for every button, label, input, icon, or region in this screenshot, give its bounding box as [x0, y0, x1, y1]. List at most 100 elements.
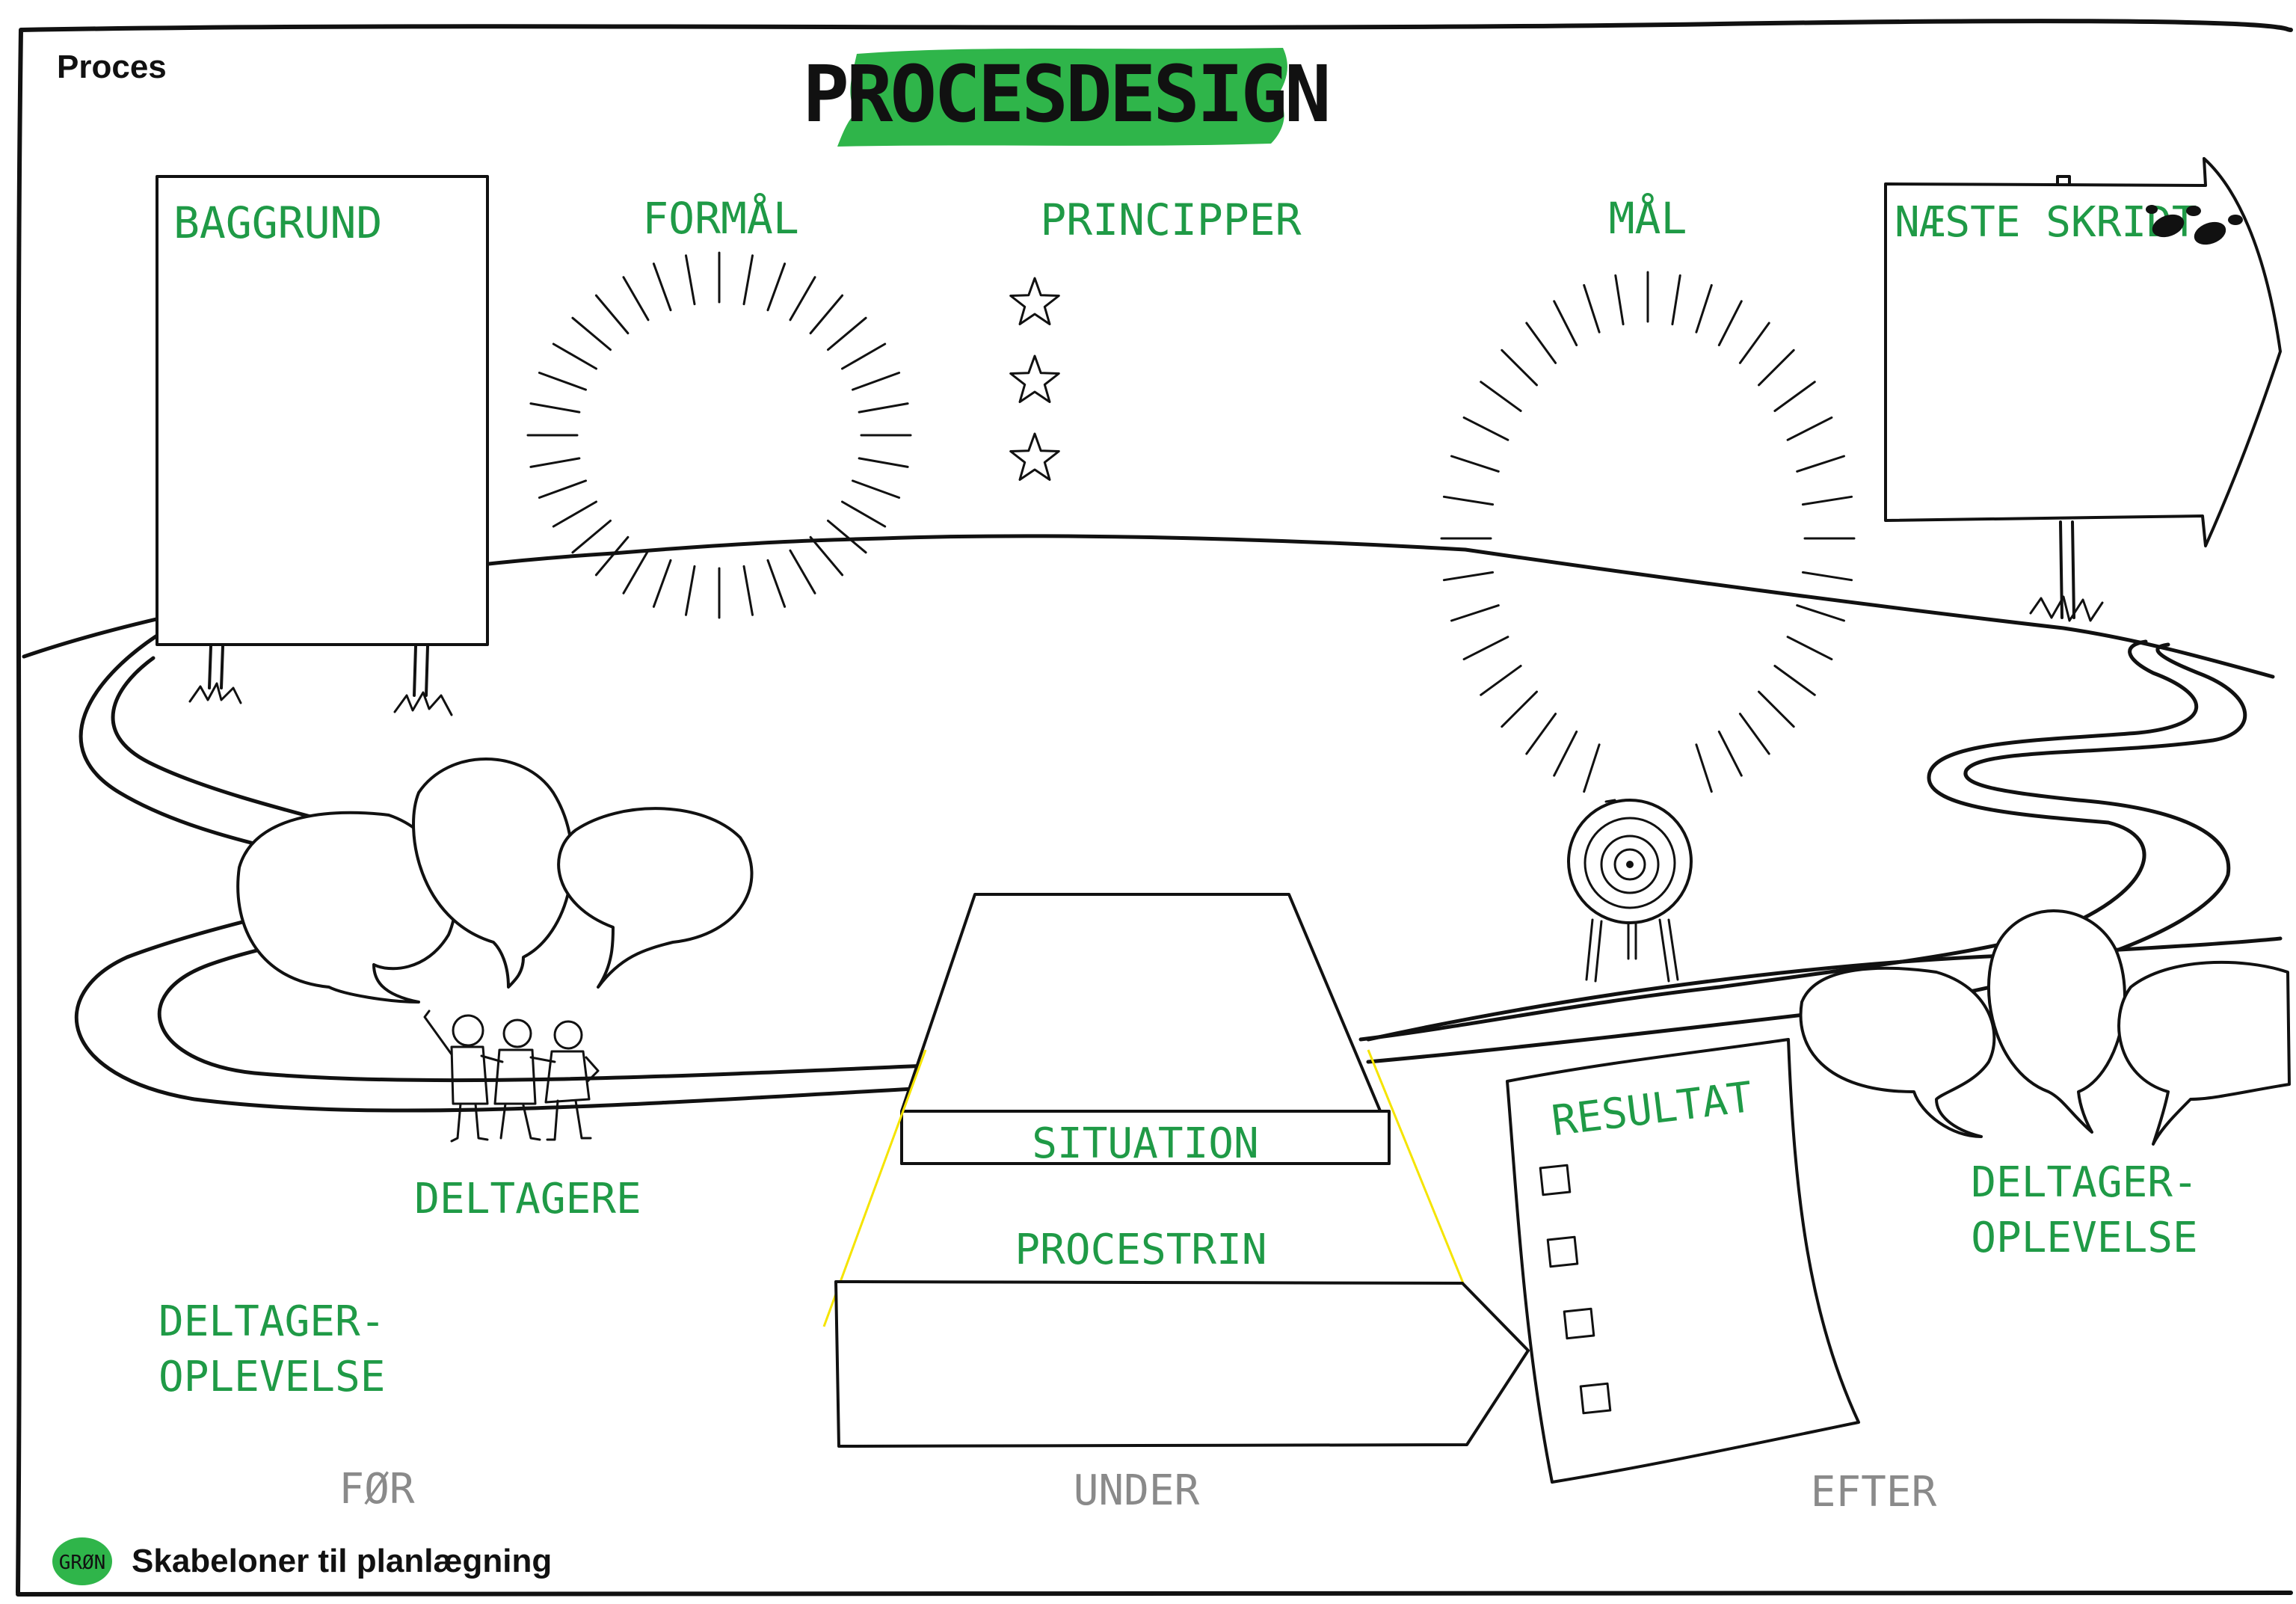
sunburst-ray — [1773, 665, 1816, 696]
sunburst-ray — [1442, 495, 1495, 506]
sunburst-ray — [1525, 322, 1557, 364]
baggrund-board-leg-right — [413, 645, 429, 697]
sunburst-ray — [809, 294, 844, 335]
sunburst-ray — [1501, 690, 1538, 728]
sunburst-ray — [529, 402, 581, 414]
sign-post — [2056, 175, 2075, 619]
sunburst-ray — [538, 479, 587, 499]
sunburst-ray — [789, 549, 816, 594]
baggrund-board — [156, 175, 489, 646]
title-banner — [837, 48, 1287, 147]
sunburst-ray — [1717, 730, 1743, 777]
grass-tuft — [2029, 595, 2104, 622]
sunburst-ray — [827, 519, 867, 554]
sunburst-ray — [1738, 322, 1770, 364]
sunburst-ray — [1480, 665, 1522, 696]
sunburst-ray — [858, 402, 909, 414]
target-icon — [1567, 799, 1693, 983]
sunburst-ray — [571, 519, 612, 554]
sunburst-ray — [1695, 743, 1713, 793]
sunburst-ray — [1801, 571, 1853, 582]
formal-label: FORMÅL — [642, 192, 799, 244]
sunburst-ray — [622, 549, 650, 594]
sunburst-ray — [1738, 713, 1770, 755]
sunburst-ray — [1462, 416, 1509, 441]
sunburst-ray — [1450, 455, 1500, 473]
phase-before: FØR — [339, 1465, 414, 1514]
road-right-outer — [1358, 639, 2198, 1042]
sunburst-ray — [1786, 636, 1833, 661]
naeste-skridt-label: NÆSTE SKRIDT — [1895, 198, 2197, 247]
sunburst-ray — [852, 479, 901, 499]
speech-bubbles-right — [1799, 909, 2291, 1146]
checkbox-icon — [1563, 1307, 1595, 1340]
phase-during: UNDER — [1074, 1466, 1200, 1515]
procestrin-arrow — [834, 1280, 1530, 1448]
sunburst-ray — [789, 276, 816, 322]
sunburst-ray — [1773, 381, 1816, 412]
sunburst-ray — [1501, 348, 1538, 387]
sunburst-ray — [1671, 274, 1681, 326]
sunburst-ray — [1462, 636, 1509, 661]
sunburst-ray — [1583, 283, 1601, 334]
deltagere-label: DELTAGERE — [414, 1175, 641, 1223]
sunburst-ray — [685, 254, 696, 306]
sunburst-ray — [1796, 455, 1845, 473]
gron-badge-label: GRØN — [59, 1552, 106, 1574]
star-icon — [1009, 432, 1060, 481]
sunburst-ray — [1480, 381, 1522, 412]
formal-sunburst — [526, 251, 912, 619]
page-title: PROCESDESIGN — [802, 49, 1328, 140]
sunburst-ray — [685, 565, 696, 616]
sunburst-ray — [1553, 300, 1578, 347]
resultat-sheet — [1506, 1038, 1860, 1484]
principper-label: PRINCIPPER — [1040, 194, 1301, 245]
grass-tuft — [188, 682, 242, 704]
sunburst-ray — [858, 457, 909, 468]
road-right-inner — [1366, 642, 2247, 1064]
road-left-outer — [75, 633, 929, 1113]
sunburst-ray — [1717, 300, 1743, 347]
landscape-front — [1366, 936, 2283, 1042]
sunburst-ray — [841, 500, 887, 528]
star-icon — [1009, 277, 1060, 325]
deltageroplevelse-before-line1: DELTAGER- — [158, 1297, 385, 1346]
procestrin-label: PROCESTRIN — [1015, 1226, 1267, 1274]
sunburst-ray — [1525, 713, 1557, 755]
sunburst-ray — [1801, 495, 1853, 506]
sunburst-ray — [1583, 743, 1601, 793]
star-icon — [1009, 354, 1060, 403]
sunburst-ray — [652, 559, 672, 608]
deltageroplevelse-after-line1: DELTAGER- — [1971, 1158, 2197, 1207]
checkbox-list — [1539, 1164, 1612, 1415]
sunburst-ray — [622, 276, 650, 322]
sunburst-ray — [1796, 604, 1845, 622]
sunburst-ray — [1553, 730, 1578, 777]
sunburst-ray — [529, 457, 581, 468]
sunburst-ray — [1786, 416, 1833, 441]
sunburst-ray — [1758, 690, 1795, 728]
sunburst-ray — [652, 262, 672, 312]
sunburst-ray — [742, 565, 754, 616]
sunburst-ray — [1614, 274, 1625, 326]
naeste-skridt-sign — [1884, 157, 2282, 547]
sunburst-ray — [809, 535, 844, 577]
sunburst-ray — [538, 372, 587, 391]
category-label: Proces — [57, 49, 167, 85]
phase-after: EFTER — [1811, 1468, 1937, 1517]
sunburst-ray — [552, 342, 597, 370]
sunburst-ray — [841, 342, 887, 370]
deltageroplevelse-before-line2: OPLEVELSE — [158, 1353, 385, 1401]
sunburst-ray — [1758, 348, 1795, 387]
outer-frame — [16, 19, 2293, 1597]
deltageroplevelse-after-line2: OPLEVELSE — [1971, 1214, 2197, 1262]
sunburst-ray — [1450, 604, 1500, 622]
sunburst-ray — [827, 316, 867, 351]
footer-text: Skabeloner til planlægning — [132, 1543, 552, 1579]
speech-bubbles-left — [236, 758, 754, 1004]
footsteps-icon — [2146, 205, 2243, 245]
sunburst-ray — [552, 500, 597, 528]
sunburst-ray — [766, 559, 787, 608]
